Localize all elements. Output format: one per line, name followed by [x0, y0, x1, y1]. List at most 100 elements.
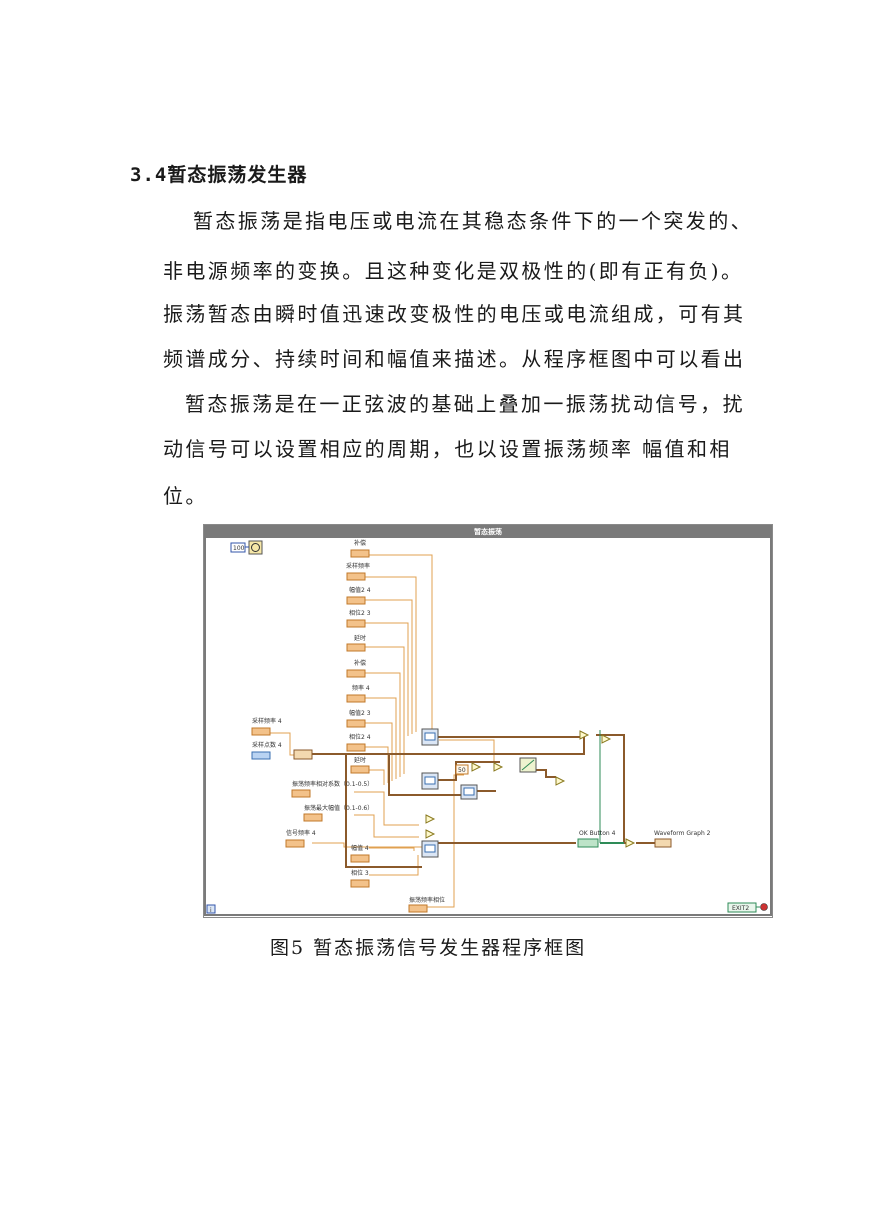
- control-label: 采样频率: [346, 562, 370, 570]
- wire: [364, 722, 393, 781]
- waveform-icon: [424, 776, 436, 785]
- paragraph-line-4: 频谱成分、持续时间和幅值来描述。从程序框图中可以看出: [163, 347, 746, 371]
- wait-timer-icon: [248, 540, 263, 555]
- control-label: 延时: [354, 756, 366, 764]
- wire: [369, 855, 419, 876]
- control-terminal[interactable]: [350, 854, 370, 863]
- paragraph-line-6: 动信号可以设置相应的周期，也以设置振荡频率 幅值和相: [163, 437, 732, 461]
- control-terminal[interactable]: [346, 694, 366, 703]
- wire: [364, 646, 405, 774]
- paragraph-line-1: 暂态振荡是指电压或电流在其稳态条件下的一个突发的、: [193, 209, 753, 233]
- paragraph-line-5: 暂态振荡是在一正弦波的基础上叠加一振荡扰动信号，扰: [185, 392, 745, 416]
- select-node: [625, 838, 636, 848]
- multiply-node: [493, 762, 504, 772]
- window-title: 暂态振荡: [474, 527, 502, 536]
- control-label: 振荡频率相位: [409, 896, 445, 904]
- paragraph-line-3: 振荡暂态由瞬时值迅速改变极性的电压或电流组成，可有其: [163, 302, 746, 326]
- control-label: 信号频率 4: [286, 829, 316, 837]
- ok-button-label: OK Button 4: [579, 830, 616, 837]
- ok-button-terminal[interactable]: [577, 838, 599, 848]
- control-terminal[interactable]: [251, 751, 271, 760]
- wire: [364, 672, 401, 777]
- arithmetic-nodes: [425, 730, 636, 848]
- constant-50: [455, 764, 469, 775]
- clock-icon: [251, 543, 260, 552]
- wire: [369, 847, 415, 851]
- control-label: 延时: [354, 634, 366, 642]
- control-terminal[interactable]: [303, 813, 323, 822]
- loop-iteration-terminal: [206, 904, 216, 914]
- loop-index-label: i: [210, 907, 212, 914]
- control-terminal[interactable]: [285, 839, 305, 848]
- control-terminal[interactable]: [291, 789, 311, 798]
- control-terminal[interactable]: [251, 727, 271, 736]
- wire: [596, 734, 632, 844]
- multiply-node: [471, 762, 482, 772]
- control-label: 振荡最大幅值（0.1-0.6）: [304, 804, 373, 812]
- waveform-icon: [424, 732, 436, 741]
- block-diagram-svg: 暂态振荡 100: [204, 525, 772, 916]
- wire: [354, 814, 419, 838]
- figure-caption: 图5 暂态振荡信号发生器程序框图: [270, 937, 587, 959]
- control-label: 频率 4: [352, 684, 370, 692]
- control-label: 补偿: [354, 539, 366, 547]
- wire: [426, 774, 464, 908]
- wire: [439, 739, 495, 763]
- function-blocks: [421, 728, 537, 858]
- wire: [354, 791, 419, 826]
- control-label: 幅值 4: [351, 844, 369, 852]
- control-label: 幅值2 4: [349, 586, 371, 594]
- control-terminal[interactable]: [346, 643, 366, 652]
- control-terminal[interactable]: [346, 743, 366, 752]
- control-terminal[interactable]: [346, 719, 366, 728]
- window-titlebar: [204, 525, 772, 537]
- control-terminal[interactable]: [346, 619, 366, 628]
- wire: [364, 622, 409, 736]
- wire: [388, 754, 461, 796]
- ramp-icon: [521, 759, 535, 771]
- wire: [345, 754, 422, 868]
- waveform-icon: [463, 787, 475, 796]
- wire: [364, 769, 385, 785]
- control-terminal[interactable]: [408, 904, 428, 913]
- add-node: [555, 776, 566, 786]
- control-label: 采样点数 4: [252, 741, 282, 749]
- constant-50-label: 50: [458, 767, 466, 774]
- add-node: [601, 734, 612, 744]
- control-label: 采样频率 4: [252, 717, 282, 725]
- control-terminal[interactable]: [350, 765, 370, 774]
- while-loop-frame: [204, 536, 772, 916]
- control-terminal[interactable]: [346, 572, 366, 581]
- wire: [536, 769, 556, 778]
- control-terminal[interactable]: [346, 669, 366, 678]
- control-terminals: 补偿 采样频率 幅值2 4 相位2 3 延时 补偿 频率 4 幅值2 3 相位2…: [251, 539, 445, 913]
- control-label: 补偿: [354, 659, 366, 667]
- wire: [312, 842, 422, 848]
- wire: [364, 697, 397, 779]
- control-terminal[interactable]: [350, 879, 370, 888]
- stop-condition-icon: [760, 903, 768, 911]
- control-terminal[interactable]: [346, 596, 366, 605]
- multiply-node: [425, 829, 436, 839]
- add-node: [579, 730, 590, 740]
- wire: [369, 554, 433, 730]
- bundle-node: [293, 749, 313, 760]
- control-label: 相位2 4: [349, 733, 371, 741]
- wire: [312, 737, 585, 755]
- exit-label: EXIT2: [732, 905, 749, 912]
- control-label: 振荡频率相对系数（0.1-0.5）: [292, 780, 373, 788]
- wire: [364, 576, 417, 732]
- section-heading: 3.4暂态振荡发生器: [130, 164, 308, 186]
- multiply-node: [425, 814, 436, 824]
- paragraph-line-2: 非电源频率的变换。且这种变化是双极性的(即有正有负)。: [163, 259, 744, 283]
- wire: [364, 599, 413, 734]
- paragraph-line-7: 位。: [163, 484, 208, 508]
- control-label: 相位2 3: [349, 609, 371, 617]
- control-label: 相位 3: [351, 869, 369, 877]
- block-diagram-figure: 暂态振荡 100: [203, 524, 773, 918]
- control-terminal[interactable]: [350, 549, 370, 558]
- dbl-wires: [269, 554, 495, 908]
- waveform-graph-label: Waveform Graph 2: [654, 830, 711, 837]
- waveform-graph-terminal[interactable]: [654, 838, 672, 848]
- constant-100-label: 100: [233, 545, 245, 552]
